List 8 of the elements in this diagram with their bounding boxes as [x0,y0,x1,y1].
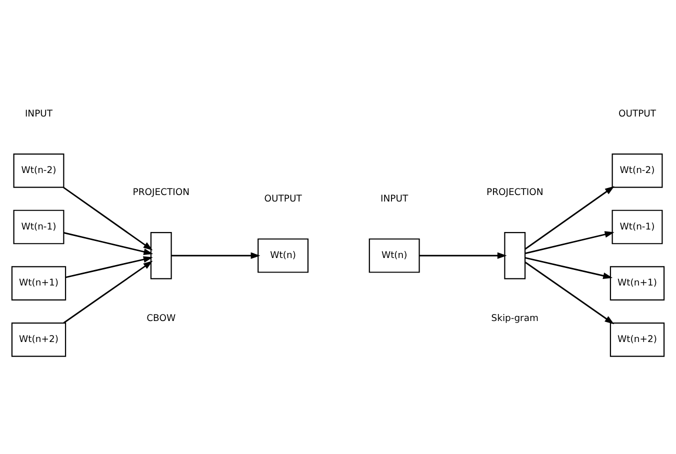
label: PROJECTION [486,187,544,198]
label: Skip-gram [491,312,538,324]
label: CBOW [146,312,176,324]
label: PROJECTION [132,187,190,198]
label: OUTPUT [618,108,656,120]
label: INPUT [380,194,408,205]
label: INPUT [24,108,53,120]
label: OUTPUT [264,194,302,205]
